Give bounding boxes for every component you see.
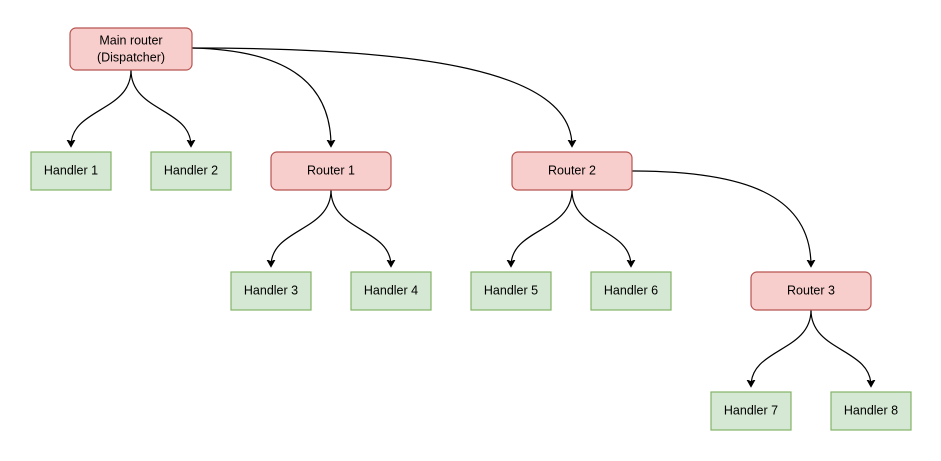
edge-router-3-to-handler-8 — [810, 309, 871, 386]
handler-4-shape[interactable] — [350, 271, 432, 311]
node-handler-3[interactable]: Handler 3 — [230, 271, 312, 311]
edge-main-to-handler-2 — [130, 69, 191, 146]
node-router-1[interactable]: Router 1 — [270, 151, 392, 191]
main-router-shape[interactable] — [69, 27, 193, 71]
main-router-label-secondary: (Dispatcher) — [97, 50, 165, 64]
node-router-3[interactable]: Router 3 — [750, 271, 872, 311]
node-handler-6[interactable]: Handler 6 — [590, 271, 672, 311]
handler-5-shape[interactable] — [470, 271, 552, 311]
edges-layer — [71, 47, 871, 386]
handler-3-label: Handler 3 — [244, 283, 298, 297]
main-router-label: Main router — [99, 33, 162, 47]
edge-router-3-to-handler-7 — [751, 309, 812, 386]
edge-router-2-to-router-3 — [631, 170, 811, 266]
handler-1-label: Handler 1 — [44, 163, 98, 177]
handler-3-shape[interactable] — [230, 271, 312, 311]
handler-1-shape[interactable] — [30, 151, 112, 191]
handler-7-shape[interactable] — [710, 391, 792, 431]
router-3-label: Router 3 — [787, 283, 835, 297]
router-2-shape[interactable] — [511, 151, 633, 191]
node-router-2[interactable]: Router 2 — [511, 151, 633, 191]
node-handler-5[interactable]: Handler 5 — [470, 271, 552, 311]
node-handler-2[interactable]: Handler 2 — [150, 151, 232, 191]
handler-6-label: Handler 6 — [604, 283, 658, 297]
edge-main-to-handler-1 — [71, 69, 132, 146]
nodes-layer: Main router (Dispatcher) Handler 1 Handler … — [30, 27, 912, 431]
handler-8-label: Handler 8 — [844, 403, 898, 417]
edge-main-to-router-1 — [191, 47, 331, 146]
handler-7-label: Handler 7 — [724, 403, 778, 417]
node-main-router[interactable]: Main router (Dispatcher) — [69, 27, 193, 71]
router-3-shape[interactable] — [750, 271, 872, 311]
node-handler-7[interactable]: Handler 7 — [710, 391, 792, 431]
edge-main-to-router-2 — [191, 47, 572, 146]
edge-router-2-to-handler-5 — [511, 189, 573, 266]
router-1-shape[interactable] — [270, 151, 392, 191]
handler-6-shape[interactable] — [590, 271, 672, 311]
handler-2-label: Handler 2 — [164, 163, 218, 177]
node-handler-4[interactable]: Handler 4 — [350, 271, 432, 311]
router-2-label: Router 2 — [548, 163, 596, 177]
handler-8-shape[interactable] — [830, 391, 912, 431]
edge-router-2-to-handler-6 — [571, 189, 631, 266]
edge-router-1-to-handler-3 — [271, 189, 332, 266]
handler-5-label: Handler 5 — [484, 283, 538, 297]
router-1-label: Router 1 — [307, 163, 355, 177]
handler-2-shape[interactable] — [150, 151, 232, 191]
node-handler-1[interactable]: Handler 1 — [30, 151, 112, 191]
handler-4-label: Handler 4 — [364, 283, 418, 297]
edge-router-1-to-handler-4 — [330, 189, 391, 266]
node-handler-8[interactable]: Handler 8 — [830, 391, 912, 431]
